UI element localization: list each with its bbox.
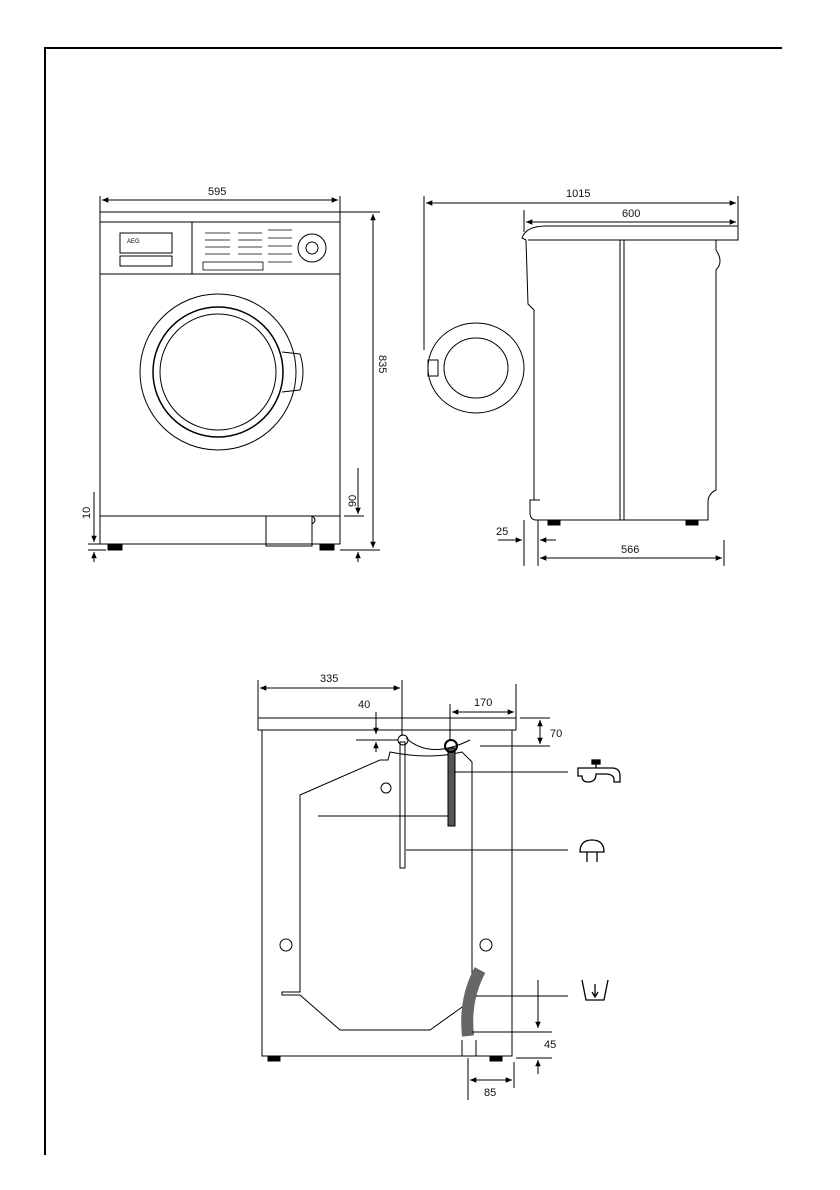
door-glass xyxy=(153,307,283,437)
dim-side-base-depth: 566 xyxy=(621,544,639,556)
rear-hole-right xyxy=(480,939,492,951)
dim-front-height: 835 xyxy=(376,355,388,373)
dim-front-plinth: 90 xyxy=(347,495,359,507)
filter-flap xyxy=(266,516,312,546)
dim-rear-outlet-offset: 85 xyxy=(484,1087,496,1099)
rear-view xyxy=(258,680,568,1100)
dim-rear-drain-offset: 335 xyxy=(320,673,338,685)
water-tap-icon xyxy=(578,760,620,782)
dim-front-width: 595 xyxy=(208,186,226,198)
dim-side-door-offset: 25 xyxy=(496,526,508,538)
mains-plug-icon xyxy=(580,840,604,862)
dim-side-total-depth: 1015 xyxy=(566,188,590,200)
front-plinth xyxy=(100,516,340,544)
side-cabinet xyxy=(522,226,738,520)
rear-hole-top xyxy=(381,783,391,793)
program-selector-dial xyxy=(298,234,326,262)
power-cable xyxy=(400,742,405,868)
dim-rear-inlet-offset: 170 xyxy=(474,697,492,709)
side-view xyxy=(424,196,738,566)
front-view xyxy=(88,196,380,562)
side-door xyxy=(428,323,524,413)
dim-side-body-depth: 600 xyxy=(622,208,640,220)
dim-rear-top-drop: 70 xyxy=(550,728,562,740)
panel-brand-logo: AEG xyxy=(127,239,140,245)
dim-front-foot: 10 xyxy=(81,507,93,519)
dim-rear-drain-drop: 40 xyxy=(358,699,370,711)
front-foot-left xyxy=(108,544,122,550)
front-cabinet xyxy=(100,274,340,516)
door-outer-ring xyxy=(140,294,296,450)
rear-worktop xyxy=(258,718,516,730)
front-worktop xyxy=(100,212,340,222)
drain-hose xyxy=(467,970,480,1036)
door-handle xyxy=(282,352,303,392)
front-foot-right xyxy=(320,544,334,550)
inlet-hose xyxy=(448,748,455,826)
rear-cover-outline xyxy=(282,752,472,1030)
dim-rear-outlet-height: 45 xyxy=(544,1039,556,1051)
rear-hole-left xyxy=(280,939,292,951)
drain-outlet-icon xyxy=(582,980,608,1000)
